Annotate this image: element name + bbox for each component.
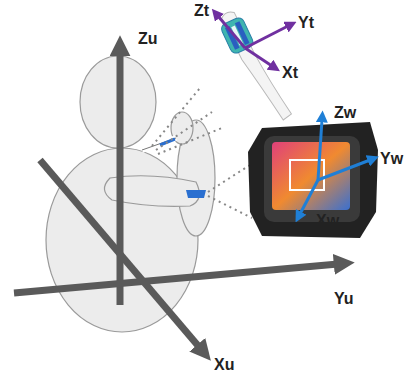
hand-toothbrush: [142, 138, 206, 198]
axis-label: Xw: [316, 212, 339, 230]
leader-lines: [152, 88, 252, 218]
axis-t: [218, 16, 288, 66]
axis-label: Yw: [380, 150, 403, 168]
axis-label: Zw: [334, 104, 356, 122]
axis-label: Xu: [214, 356, 234, 374]
axis-label: Xt: [282, 64, 298, 82]
wrist-watch: [186, 190, 206, 198]
axis-label: Zt: [194, 2, 209, 20]
axis-w: [300, 120, 370, 214]
axis-label: Yu: [334, 290, 354, 308]
axis-label: Yt: [298, 14, 314, 32]
smartwatch: [248, 122, 378, 238]
axis-label: Zu: [138, 30, 158, 48]
toothbrush-head: [216, 6, 293, 127]
